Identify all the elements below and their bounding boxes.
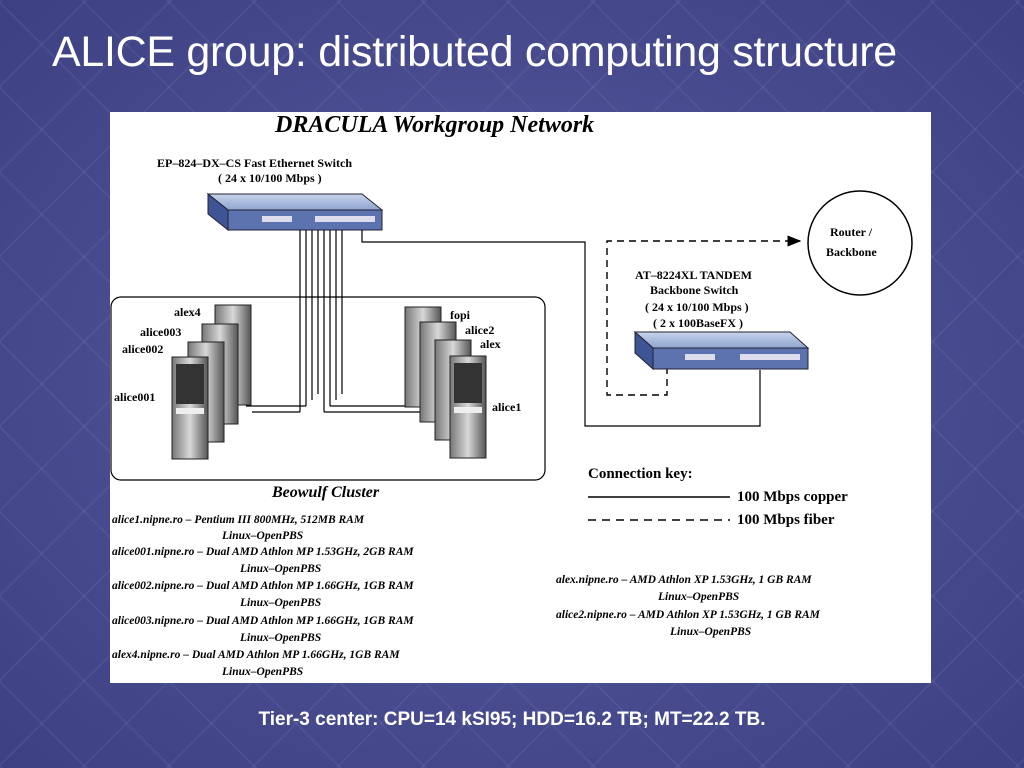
node-label-alice1: alice1 xyxy=(492,400,522,414)
right-server-stack-icon xyxy=(404,306,487,459)
spec-alice2-os: Linux–OpenPBS xyxy=(670,626,752,638)
spec-alex4-os: Linux–OpenPBS xyxy=(222,666,304,678)
beowulf-cluster-box xyxy=(110,296,546,481)
diagram-graphics xyxy=(110,190,913,521)
diagram-title: DRACULA Workgroup Network xyxy=(275,112,595,138)
cluster-label: Beowulf Cluster xyxy=(272,484,380,501)
node-label-fopi: fopi xyxy=(450,308,471,322)
fiber-link xyxy=(606,235,802,396)
spec-alice002: alice002.nipne.ro – Dual AMD Athlon MP 1… xyxy=(112,580,414,592)
connection-key-title: Connection key: xyxy=(588,466,693,482)
switch2-line3: ( 24 x 10/100 Mbps ) xyxy=(645,300,749,314)
spec-alice2: alice2.nipne.ro – AMD Athlon XP 1.53GHz,… xyxy=(556,609,820,621)
spec-alex: alex.nipne.ro – AMD Athlon XP 1.53GHz, 1… xyxy=(556,574,812,586)
node-label-alice002: alice002 xyxy=(122,342,164,356)
node-label-alice003: alice003 xyxy=(140,325,182,339)
spec-alice001: alice001.nipne.ro – Dual AMD Athlon MP 1… xyxy=(112,546,414,558)
slide-title: ALICE group: distributed computing struc… xyxy=(52,28,897,76)
fiber-key-label: 100 Mbps fiber xyxy=(737,512,835,528)
router-label-line2: Backbone xyxy=(826,245,877,259)
ethernet-switch-icon xyxy=(206,192,384,232)
switch2-line4: ( 2 x 100BaseFX ) xyxy=(653,316,743,330)
spec-alex4: alex4.nipne.ro – Dual AMD Athlon MP 1.66… xyxy=(112,649,400,661)
spec-alice003: alice003.nipne.ro – Dual AMD Athlon MP 1… xyxy=(112,615,414,627)
switch1-name: EP–824–DX–CS Fast Ethernet Switch xyxy=(157,156,352,170)
spec-alice1: alice1.nipne.ro – Pentium III 800MHz, 51… xyxy=(112,514,365,526)
router-circle xyxy=(807,190,913,296)
network-diagram: DRACULA Workgroup Network EP–824–DX–CS F… xyxy=(110,112,931,683)
spec-alice003-os: Linux–OpenPBS xyxy=(240,632,322,644)
node-label-alex: alex xyxy=(480,337,501,351)
left-server-stack-icon xyxy=(171,304,252,460)
switch2-line2: Backbone Switch xyxy=(650,283,739,297)
slide-footer: Tier-3 center: CPU=14 kSI95; HDD=16.2 TB… xyxy=(258,709,766,730)
copper-key-label: 100 Mbps copper xyxy=(737,489,848,505)
spec-alex-os: Linux–OpenPBS xyxy=(658,591,740,603)
node-label-alice001: alice001 xyxy=(114,390,156,404)
node-label-alex4: alex4 xyxy=(174,305,201,319)
switch1-spec: ( 24 x 10/100 Mbps ) xyxy=(218,171,322,185)
router-label-line1: Router / xyxy=(830,225,873,239)
spec-alice1-os: Linux–OpenPBS xyxy=(222,530,304,542)
spec-alice001-os: Linux–OpenPBS xyxy=(240,563,322,575)
node-label-alice2: alice2 xyxy=(465,323,495,337)
switch2-line1: AT–8224XL TANDEM xyxy=(635,268,753,282)
copper-cables xyxy=(246,230,761,427)
spec-alice002-os: Linux–OpenPBS xyxy=(240,597,322,609)
backbone-switch-icon xyxy=(633,330,810,371)
